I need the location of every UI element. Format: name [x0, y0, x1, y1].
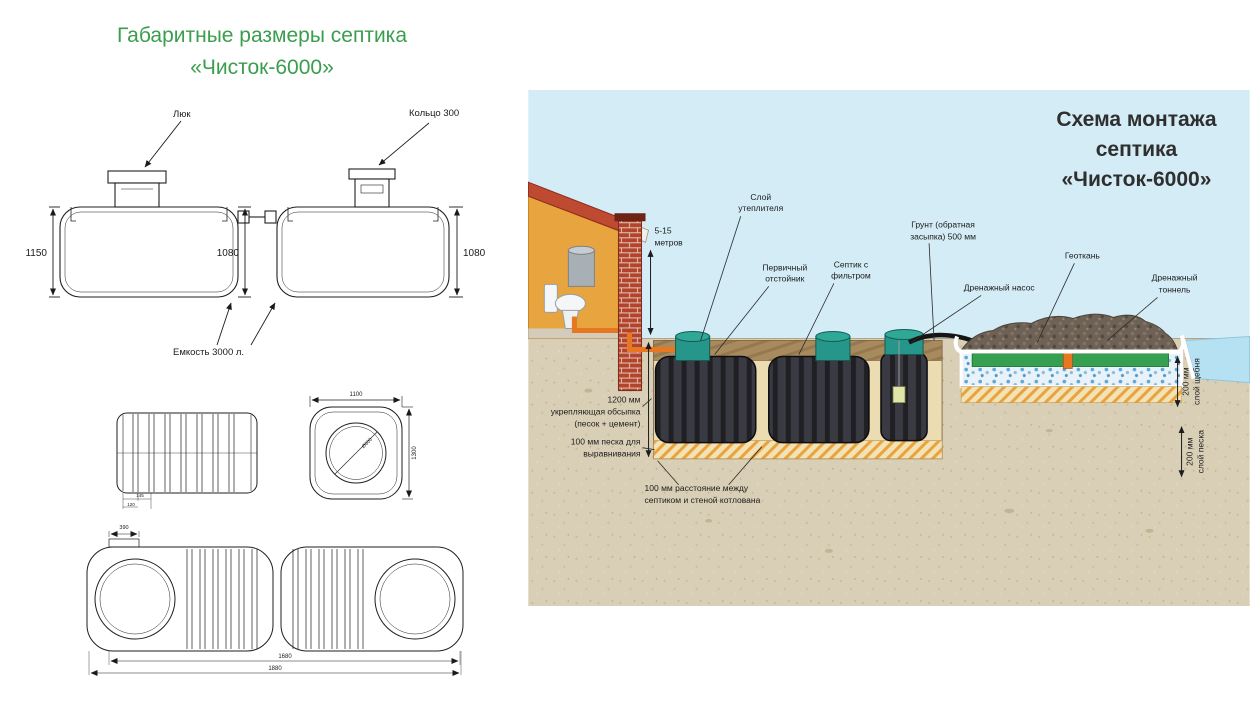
tank-lid — [815, 330, 851, 342]
label-sand-layer-line1: 200 мм — [1185, 437, 1195, 465]
field-sand-layer — [960, 386, 1182, 403]
dim-rib-b: 120 — [127, 502, 135, 507]
pump-float — [892, 386, 906, 404]
top-view-drawing — [86, 531, 464, 676]
outlet-edge — [1181, 339, 1196, 380]
label-filter-line2: фильтром — [831, 270, 871, 280]
tunnel-coupler — [1063, 351, 1073, 369]
installation-diagram: 5-15 метров Слой утеплителя Первичный от… — [528, 90, 1250, 606]
label-clearance-line2: септиком и стеной котлована — [645, 495, 761, 505]
label-tunnel-line2: тоннель — [1159, 284, 1191, 294]
label-ring: Кольцо 300 — [409, 108, 459, 119]
installation-title-line1: Схема монтажа — [1056, 108, 1217, 131]
dim-tank-length: 1680 — [278, 654, 292, 660]
label-gravel-layer-line2: слой щебня — [1192, 358, 1202, 405]
dim-diameter: Ø600 — [361, 437, 374, 450]
label-capacity: Емкость 3000 л. — [173, 347, 244, 358]
label-primary-line2: отстойник — [765, 273, 804, 283]
drainage-pump-chamber — [880, 328, 928, 442]
toilet — [543, 245, 595, 329]
label-insulation-line2: утеплителя — [738, 203, 783, 213]
installation-title-line2: септика — [1096, 138, 1178, 161]
label-filter-line1: Септик с — [834, 259, 869, 269]
inlet-pipe — [626, 332, 677, 353]
label-leveling-line1: 100 мм песка для — [571, 437, 641, 447]
dim-height-left: 1150 — [25, 248, 47, 259]
sewer-pipe — [571, 316, 625, 333]
label-sand-layer-line2: слой песка — [1196, 430, 1206, 474]
dim-rib-a: 145 — [136, 493, 144, 498]
label-distance-line2: метров — [655, 237, 684, 247]
cross-section-drawing — [116, 396, 413, 509]
label-leveling-line2: выравнивания — [583, 449, 641, 459]
installation-title-line3: «Чисток-6000» — [1061, 168, 1211, 191]
label-clearance-line1: 100 мм расстояние между — [645, 483, 749, 493]
label-reinforcing-line3: (песок + цемент) — [574, 419, 640, 429]
label-backfill-line1: Грунт (обратная — [911, 219, 975, 229]
dimensions-title: Габаритные размеры септика «Чисток-6000» — [42, 20, 482, 83]
label-hatch: Люк — [173, 109, 191, 120]
label-tunnel-line1: Дренажный — [1152, 272, 1198, 282]
installation-title: Схема монтажа септика «Чисток-6000» — [1056, 108, 1217, 191]
label-reinforcing-line2: укрепляющая обсыпка — [551, 407, 641, 417]
label-insulation-line1: Слой — [750, 192, 771, 202]
dim-height-right: 1080 — [463, 248, 486, 259]
house-floor — [528, 328, 633, 339]
septic-tank-filter — [768, 330, 870, 444]
label-primary-line1: Первичный — [762, 262, 807, 272]
leader-lines — [642, 216, 1158, 486]
dimensions-title-line1: Габаритные размеры септика — [116, 24, 408, 47]
label-backfill-line2: засыпка) 500 мм — [910, 231, 976, 241]
dim-width-top: 1100 — [350, 392, 364, 398]
dimensions-title-line2: «Чисток-6000» — [190, 55, 334, 79]
side-view-drawing — [59, 168, 450, 298]
label-distance-line1: 5-15 — [655, 225, 672, 235]
label-reinforcing-line1: 1200 мм — [608, 395, 641, 405]
dim-height-middle: 1080 — [217, 248, 240, 259]
pebbles — [584, 388, 1154, 553]
dim-height-side: 1300 — [412, 446, 418, 460]
dim-overall-length: 1880 — [268, 666, 282, 672]
brick-riser — [614, 213, 646, 392]
septic-tank-primary — [654, 330, 757, 444]
drainage-field — [953, 313, 1186, 403]
side-view-dimension-lines — [49, 120, 463, 346]
rubble-mound — [960, 313, 1179, 352]
dim-neck-width: 390 — [119, 525, 128, 531]
tank-lid — [675, 330, 711, 342]
label-gravel-layer-line1: 200 мм — [1181, 367, 1191, 395]
label-drainage-pump: Дренажный насос — [964, 282, 1036, 292]
label-geotextile: Геоткань — [1065, 250, 1101, 260]
dimensions-drawing: Люк Кольцо 300 1150 1080 1080 Емкость 30… — [25, 108, 486, 676]
dimension-lines — [645, 249, 1185, 478]
